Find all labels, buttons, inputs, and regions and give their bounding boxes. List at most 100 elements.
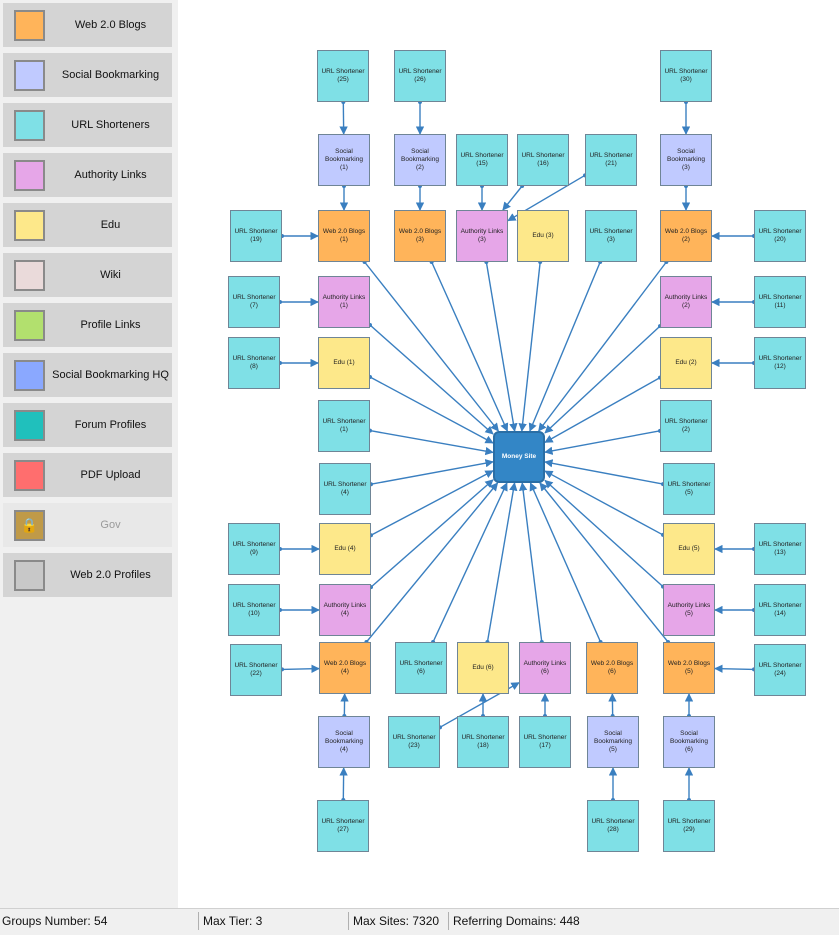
palette-item-profile-links[interactable]: Profile Links [3,303,172,347]
node-sb2[interactable]: Social Bookmarking (2) [394,134,446,186]
palette-item-social-bookmarking[interactable]: Social Bookmarking [3,53,172,97]
palette-label: Forum Profiles [49,403,172,447]
palette-item-web-2-0-blogs[interactable]: Web 2.0 Blogs [3,3,172,47]
color-swatch [14,210,45,241]
status-divider [348,912,349,930]
node-wb1[interactable]: Web 2.0 Blogs (1) [318,210,370,262]
palette-item-edu[interactable]: Edu [3,203,172,247]
node-us28[interactable]: URL Shortener (28) [587,800,639,852]
color-swatch [14,410,45,441]
node-us9[interactable]: URL Shortener (9) [228,523,280,575]
node-us12[interactable]: URL Shortener (12) [754,337,806,389]
status-divider [198,912,199,930]
edge-wb1-to-money [365,262,499,431]
node-us13[interactable]: URL Shortener (13) [754,523,806,575]
link-wheel-canvas[interactable]: URL Shortener (25)URL Shortener (26)URL … [178,0,839,908]
node-al5[interactable]: Authority Links (5) [663,584,715,636]
max-tier: Max Tier: 3 [203,912,262,930]
node-us16[interactable]: URL Shortener (16) [517,134,569,186]
edge-wb4-to-money [366,483,497,642]
palette-item-web-2-0-profiles[interactable]: Web 2.0 Profiles [3,553,172,597]
edge-us3-to-money [530,262,600,431]
edge-wb2-to-money [539,262,667,431]
node-us11[interactable]: URL Shortener (11) [754,276,806,328]
node-us17[interactable]: URL Shortener (17) [519,716,571,768]
node-us7[interactable]: URL Shortener (7) [228,276,280,328]
node-us8[interactable]: URL Shortener (8) [228,337,280,389]
node-wb5[interactable]: Web 2.0 Blogs (5) [663,642,715,694]
node-sb1[interactable]: Social Bookmarking (1) [318,134,370,186]
node-us15[interactable]: URL Shortener (15) [456,134,508,186]
node-us22[interactable]: URL Shortener (22) [230,644,282,696]
node-us20[interactable]: URL Shortener (20) [754,210,806,262]
palette-label: Social Bookmarking [49,53,172,97]
node-us6[interactable]: URL Shortener (6) [395,642,447,694]
node-sb4[interactable]: Social Bookmarking (4) [318,716,370,768]
palette-item-wiki[interactable]: Wiki [3,253,172,297]
color-swatch [14,360,45,391]
edge-wb6-to-money [530,483,600,642]
node-us18[interactable]: URL Shortener (18) [457,716,509,768]
node-us23[interactable]: URL Shortener (23) [388,716,440,768]
node-us24[interactable]: URL Shortener (24) [754,644,806,696]
palette-item-authority-links[interactable]: Authority Links [3,153,172,197]
node-edu5[interactable]: Edu (5) [663,523,715,575]
palette-item-pdf-upload[interactable]: PDF Upload [3,453,172,497]
palette-label: Wiki [49,253,172,297]
node-us14[interactable]: URL Shortener (14) [754,584,806,636]
node-edu3[interactable]: Edu (3) [517,210,569,262]
node-wb6[interactable]: Web 2.0 Blogs (6) [586,642,638,694]
edge-edu6-to-money [487,483,514,642]
node-al3[interactable]: Authority Links (3) [456,210,508,262]
node-sb5[interactable]: Social Bookmarking (5) [587,716,639,768]
node-wb3[interactable]: Web 2.0 Blogs (3) [394,210,446,262]
palette-item-forum-profiles[interactable]: Forum Profiles [3,403,172,447]
node-al2[interactable]: Authority Links (2) [660,276,712,328]
palette-label: Social Bookmarking HQ [49,353,172,397]
node-edu6[interactable]: Edu (6) [457,642,509,694]
color-swatch [14,460,45,491]
node-us3[interactable]: URL Shortener (3) [585,210,637,262]
palette-label: Edu [49,203,172,247]
edge-al5-to-money [545,480,663,586]
node-al1[interactable]: Authority Links (1) [318,276,370,328]
node-us5[interactable]: URL Shortener (5) [663,463,715,515]
palette-item-social-bookmarking-hq[interactable]: Social Bookmarking HQ [3,353,172,397]
node-us30[interactable]: URL Shortener (30) [660,50,712,102]
palette-item-gov: 🔒Gov [3,503,172,547]
status-bar: Groups Number: 54 Max Tier: 3 Max Sites:… [0,908,839,935]
node-al4[interactable]: Authority Links (4) [319,584,371,636]
palette-label: Web 2.0 Blogs [49,3,172,47]
node-us26[interactable]: URL Shortener (26) [394,50,446,102]
node-us25[interactable]: URL Shortener (25) [317,50,369,102]
edge-edu2-to-money [545,378,660,443]
node-sb3[interactable]: Social Bookmarking (3) [660,134,712,186]
node-us4[interactable]: URL Shortener (4) [319,463,371,515]
edge-us24-to-wb5 [715,669,754,670]
node-us27[interactable]: URL Shortener (27) [317,800,369,852]
node-us21[interactable]: URL Shortener (21) [585,134,637,186]
palette-item-url-shorteners[interactable]: URL Shorteners [3,103,172,147]
edge-al1-to-money [370,325,493,434]
color-swatch [14,260,45,291]
lock-icon: 🔒 [16,512,43,539]
node-us2[interactable]: URL Shortener (2) [660,400,712,452]
palette-label: Gov [49,503,172,547]
node-wb2[interactable]: Web 2.0 Blogs (2) [660,210,712,262]
node-us10[interactable]: URL Shortener (10) [228,584,280,636]
edge-us6-to-money [433,483,507,642]
money-site-node[interactable]: Money Site [493,431,545,483]
node-edu2[interactable]: Edu (2) [660,337,712,389]
node-al6[interactable]: Authority Links (6) [519,642,571,694]
edge-edu3-to-money [522,262,540,431]
palette-label: Profile Links [49,303,172,347]
node-edu1[interactable]: Edu (1) [318,337,370,389]
node-wb4[interactable]: Web 2.0 Blogs (4) [319,642,371,694]
palette-label: Authority Links [49,153,172,197]
node-edu4[interactable]: Edu (4) [319,523,371,575]
node-sb6[interactable]: Social Bookmarking (6) [663,716,715,768]
node-us19[interactable]: URL Shortener (19) [230,210,282,262]
edge-us16-to-al3 [503,186,522,210]
node-us29[interactable]: URL Shortener (29) [663,800,715,852]
node-us1[interactable]: URL Shortener (1) [318,400,370,452]
